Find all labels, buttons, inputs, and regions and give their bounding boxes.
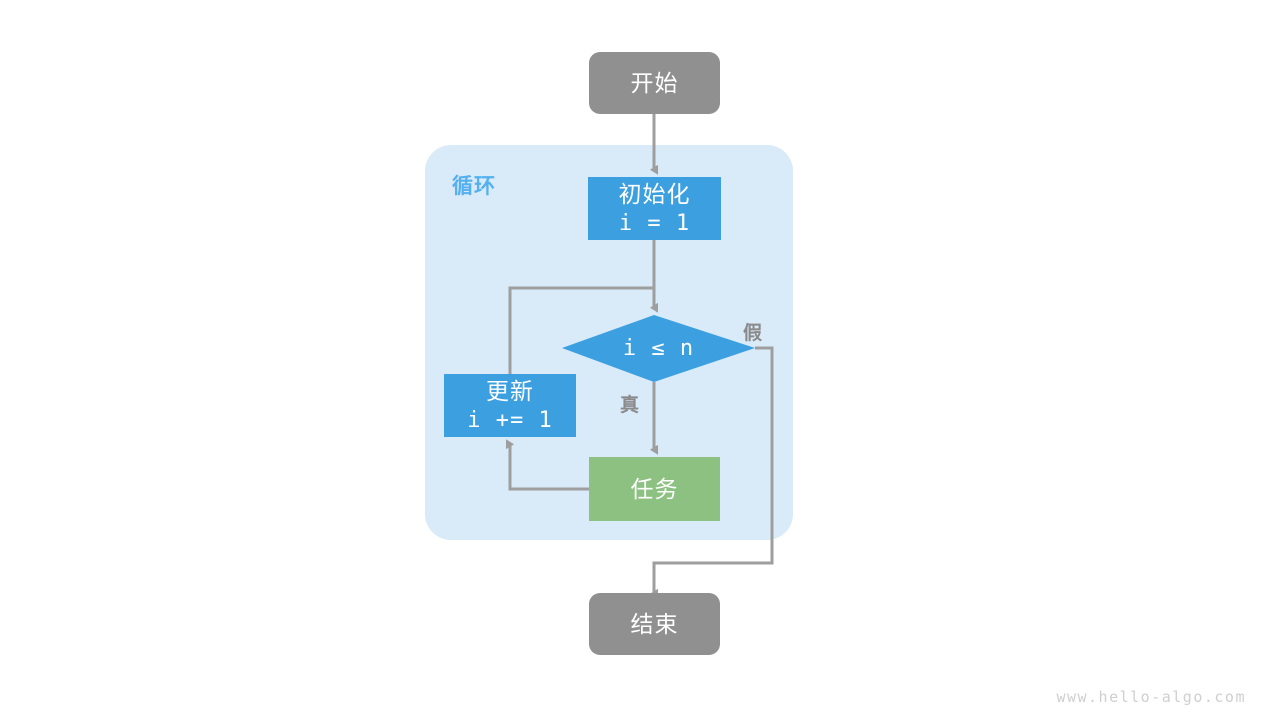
edge-label-true: 真	[620, 395, 641, 416]
node-init-shape[interactable]	[588, 177, 721, 240]
node-start-shape[interactable]	[589, 52, 720, 114]
watermark: www.hello-algo.com	[1056, 688, 1246, 706]
edge-label-false: 假	[743, 323, 764, 344]
node-task-shape[interactable]	[589, 457, 720, 521]
node-end-shape[interactable]	[589, 593, 720, 655]
node-update-shape[interactable]	[444, 374, 576, 437]
edge-update-to-cond	[508, 286, 654, 374]
edge-task-to-update	[506, 439, 589, 491]
node-condition-shape[interactable]	[562, 315, 755, 382]
edge-cond-to-end	[650, 346, 774, 599]
loop-group-label: 循环	[452, 175, 496, 198]
